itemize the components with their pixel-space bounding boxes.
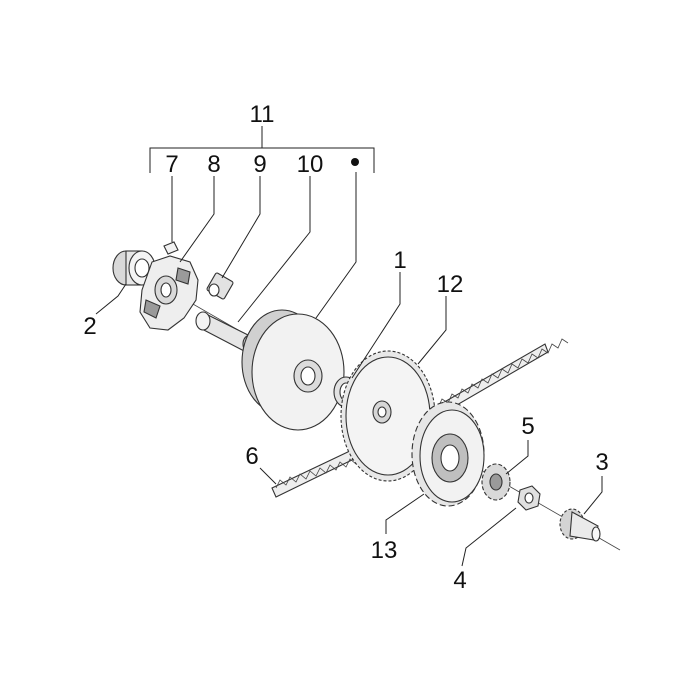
callout-6: 6 bbox=[245, 443, 258, 470]
ramp-plate-bore bbox=[160, 282, 172, 298]
belt-upper-teeth bbox=[437, 338, 569, 409]
callout-10: 10 bbox=[297, 151, 324, 178]
roller-end bbox=[208, 283, 220, 297]
starter-gear-part bbox=[481, 463, 511, 501]
callout-12: 12 bbox=[437, 271, 464, 298]
leader-13 bbox=[385, 493, 425, 534]
ring-gear-bore bbox=[377, 406, 387, 418]
leader-2 bbox=[95, 283, 127, 315]
leader-4 bbox=[461, 507, 517, 567]
callout-9: 9 bbox=[253, 151, 266, 178]
fan-plate-part bbox=[411, 401, 485, 507]
needle-bearing-part bbox=[112, 250, 156, 286]
leader-10 bbox=[237, 176, 311, 323]
callout-5: 5 bbox=[521, 413, 534, 440]
drive-belt bbox=[271, 338, 569, 498]
callout-3: 3 bbox=[595, 449, 608, 476]
starter-ring-gear-part bbox=[340, 350, 436, 482]
clip-part bbox=[163, 241, 179, 255]
callout-11: 11 bbox=[250, 101, 275, 128]
ramp-plate-part bbox=[139, 255, 199, 331]
callout-7: 7 bbox=[165, 151, 178, 178]
needle-bearing-bore bbox=[134, 258, 150, 278]
drive-pinion-part bbox=[559, 508, 601, 542]
leader-5 bbox=[505, 440, 529, 475]
leader-12 bbox=[417, 296, 447, 365]
fan-plate-inner bbox=[440, 444, 460, 472]
clip-body bbox=[163, 241, 179, 255]
pulley-bore bbox=[300, 366, 316, 386]
movable-pulley-half-part bbox=[241, 309, 345, 431]
callout-1: 1 bbox=[393, 247, 406, 274]
belt-lower-teeth bbox=[275, 455, 367, 489]
nut-bore bbox=[524, 492, 534, 504]
callout-4: 4 bbox=[453, 567, 466, 594]
ramp-plate-groove-2 bbox=[175, 267, 191, 285]
roller-part bbox=[206, 272, 234, 300]
leader-6 bbox=[259, 467, 277, 485]
sleeve-back-end bbox=[195, 311, 211, 331]
callout-2: 2 bbox=[83, 313, 96, 340]
belt-lower-segment bbox=[271, 449, 357, 498]
leader-8 bbox=[179, 176, 215, 263]
leader-bullet bbox=[315, 172, 357, 319]
ramp-plate-groove-1 bbox=[143, 299, 161, 319]
nut-part bbox=[517, 485, 541, 511]
callout-8: 8 bbox=[207, 151, 220, 178]
pinion-end bbox=[591, 526, 601, 542]
callout-13: 13 bbox=[371, 537, 398, 564]
leader-1 bbox=[351, 272, 401, 379]
starter-gear-bore bbox=[489, 473, 503, 491]
leader-3 bbox=[583, 476, 603, 515]
included-part-dot bbox=[351, 158, 359, 166]
leader-9 bbox=[221, 176, 261, 279]
